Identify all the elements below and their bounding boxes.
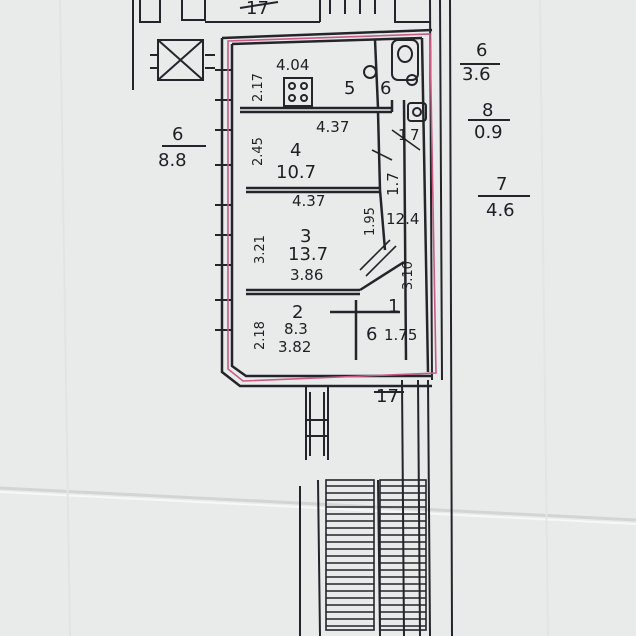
room2-height: 2.18 <box>253 321 268 350</box>
room3-length-top: 4.37 <box>292 192 325 210</box>
wc-a: 1 <box>398 126 408 144</box>
room4-length: 4.37 <box>316 118 349 136</box>
room2-length: 3.82 <box>278 338 311 356</box>
outside-right-7-number: 7 <box>496 174 507 195</box>
boundary-outline <box>227 33 437 382</box>
room4-area: 10.7 <box>276 162 316 183</box>
kitchen-aux: 6 <box>380 78 391 99</box>
wc-b: 7 <box>410 126 420 144</box>
room3-area: 13.7 <box>288 244 328 265</box>
room1-length: 1.75 <box>384 326 417 344</box>
bathtub-icon <box>391 39 419 81</box>
door-swings <box>359 129 421 277</box>
outside-right-6-number: 6 <box>476 40 487 61</box>
top-left-block <box>132 0 430 90</box>
kitchen-number: 5 <box>344 78 355 99</box>
room2-number: 2 <box>292 302 303 323</box>
staircase-icon <box>325 479 427 631</box>
outside-left-number: 6 <box>172 124 183 145</box>
interior-walls <box>240 39 408 361</box>
outside-right-6-area: 3.6 <box>462 64 491 85</box>
room4-number: 4 <box>290 140 301 161</box>
room3-number: 3 <box>300 226 311 247</box>
kitchen-stove-icon <box>283 77 313 107</box>
corridor-area: 12.4 <box>386 210 419 228</box>
kitchen-length: 4.04 <box>276 56 309 74</box>
room4-height: 2.45 <box>251 137 266 166</box>
dimension-bottom: 17 <box>376 386 399 407</box>
corridor-seg1: 1.95 <box>363 207 378 236</box>
dimension-ticks <box>162 1 530 393</box>
apartment-walls <box>215 28 433 388</box>
outside-right-8-area: 0.9 <box>474 122 503 143</box>
room2-area: 8.3 <box>284 320 308 338</box>
outside-right-7-area: 4.6 <box>486 200 515 221</box>
outside-left-area: 8.8 <box>158 150 187 171</box>
room1-area: 6 <box>366 324 377 345</box>
room3-length-bottom: 3.86 <box>290 266 323 284</box>
corridor-width: 1.7 <box>384 172 402 196</box>
room3-height: 3.21 <box>253 235 268 264</box>
corridor-seg2: 3.10 <box>401 261 416 290</box>
room1-number: 1 <box>388 296 399 317</box>
labels: 17 17 6 8.8 6 3.6 8 0.9 7 4.6 2.17 4.04 … <box>158 0 515 407</box>
dimension-top: 17 <box>246 0 269 19</box>
sink-icon <box>363 65 427 122</box>
outside-right-8-number: 8 <box>482 100 493 121</box>
kitchen-height: 2.17 <box>251 73 266 102</box>
